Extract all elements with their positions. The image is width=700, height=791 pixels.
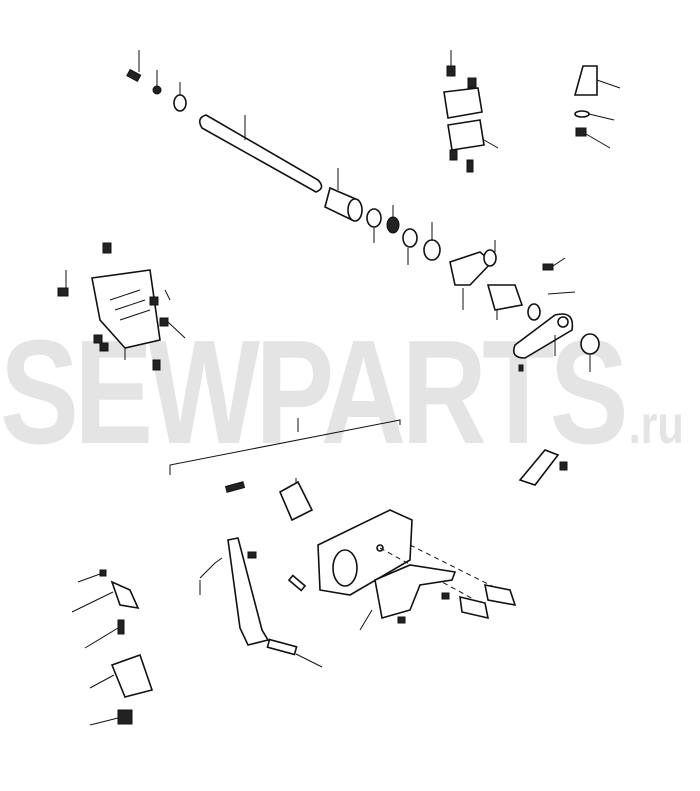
- clamp-assembly: [443, 50, 499, 173]
- group-bracket: [169, 418, 401, 475]
- pin: [224, 481, 246, 493]
- link-arm: [199, 537, 270, 646]
- set-screw: [518, 364, 524, 372]
- bushing: [324, 168, 363, 222]
- nut: [152, 85, 162, 95]
- foot-assembly: [71, 569, 154, 726]
- connecting-rod: [512, 313, 574, 359]
- washer: [366, 208, 382, 228]
- lever-plate: [359, 564, 457, 631]
- hinge-screw: [397, 583, 517, 624]
- screw: [542, 263, 554, 271]
- collar: [423, 239, 441, 261]
- pin: [547, 291, 576, 295]
- screw-top-left: [126, 50, 142, 83]
- callout-line: [552, 257, 566, 267]
- pin: [287, 574, 307, 592]
- shaft-pin: [266, 638, 323, 668]
- spring-washer: [386, 216, 400, 234]
- washer: [527, 303, 541, 321]
- small-bracket: [573, 65, 621, 149]
- roller: [278, 478, 314, 522]
- right-clamp: [518, 449, 568, 486]
- guide-plate: [57, 242, 186, 371]
- crank-joint: [449, 240, 497, 310]
- washer: [173, 94, 187, 112]
- main-shaft: [198, 114, 323, 193]
- cam-housing: [317, 509, 501, 601]
- washer: [402, 228, 418, 248]
- ring: [580, 333, 600, 355]
- eccentric-bushing: [486, 284, 524, 320]
